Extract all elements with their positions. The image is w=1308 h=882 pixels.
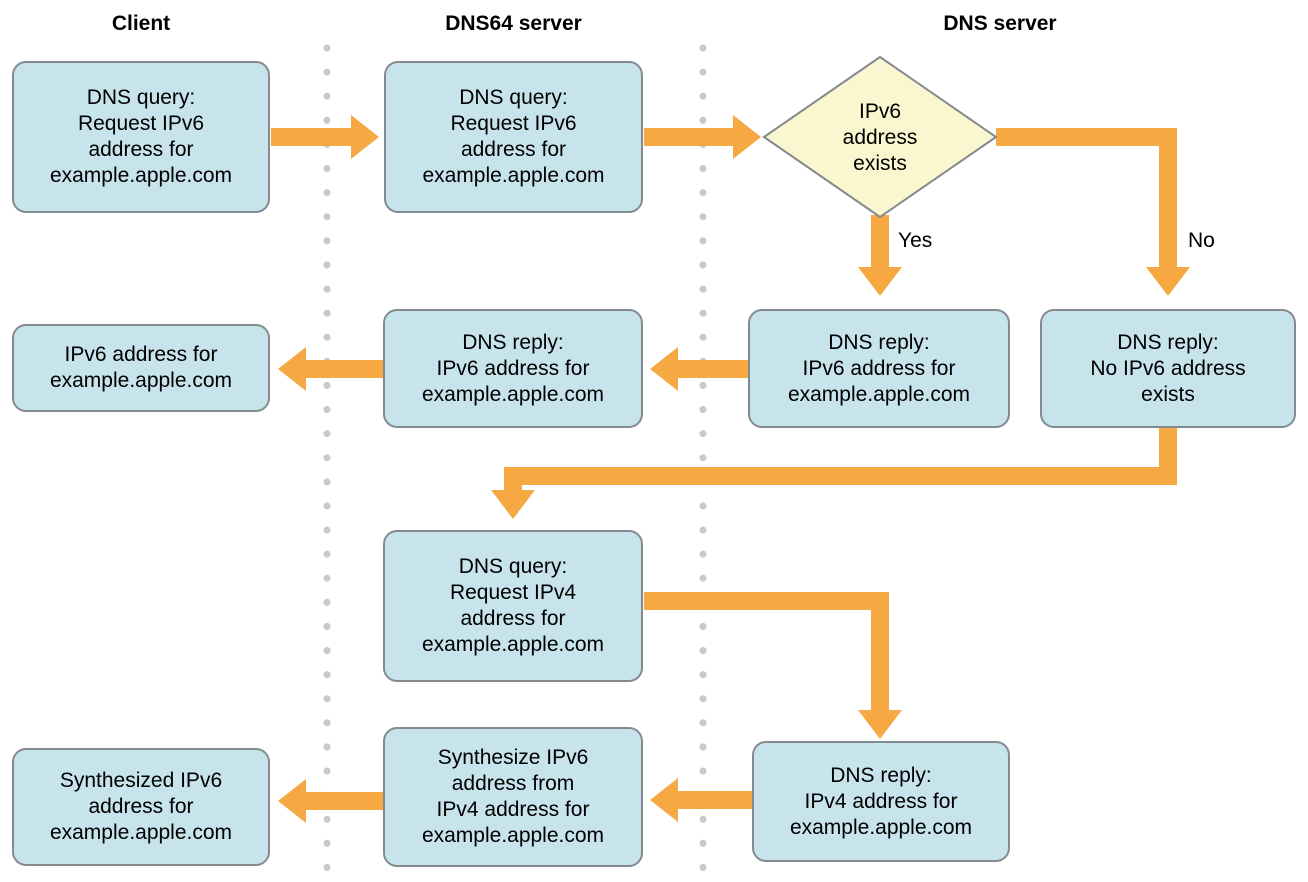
decision-diamond bbox=[762, 55, 998, 219]
arrow-ipv4-reply-to-synthesize bbox=[650, 778, 752, 822]
arrow-decision-yes-branch bbox=[858, 215, 902, 296]
arrow-client-query-to-dns64 bbox=[271, 115, 379, 159]
node-dns-reply-ipv4: DNS reply: IPv4 address for example.appl… bbox=[752, 741, 1010, 862]
branch-label-no: No bbox=[1188, 229, 1215, 252]
column-header-dns-server: DNS server bbox=[943, 12, 1057, 35]
node-client-ipv6-address-result: IPv6 address for example.apple.com bbox=[12, 324, 270, 412]
column-header-client: Client bbox=[111, 12, 171, 35]
arrow-dns-reply-to-dns64 bbox=[650, 347, 748, 391]
node-decision-ipv6-address-exists: IPv6 address exists bbox=[842, 100, 918, 175]
node-dns-reply-ipv6: DNS reply: IPv6 address for example.appl… bbox=[748, 309, 1010, 428]
node-dns64-dns-query-ipv4: DNS query: Request IPv4 address for exam… bbox=[383, 530, 643, 682]
arrow-no-reply-to-ipv4-query bbox=[491, 428, 1177, 519]
arrow-ipv4-query-to-dns bbox=[644, 592, 902, 739]
arrow-dns64-reply-to-client bbox=[278, 347, 383, 391]
node-dns-reply-no-ipv6: DNS reply: No IPv6 address exists bbox=[1040, 309, 1296, 428]
arrow-dns64-query-to-decision bbox=[644, 115, 761, 159]
node-dns64-synthesize-ipv6: Synthesize IPv6 address from IPv4 addres… bbox=[383, 727, 643, 867]
column-header-dns64-server: DNS64 server bbox=[445, 12, 582, 35]
arrow-decision-no-branch bbox=[996, 128, 1190, 296]
node-client-synthesized-ipv6: Synthesized IPv6 address for example.app… bbox=[12, 748, 270, 866]
node-dns64-dns-query-ipv6: DNS query: Request IPv6 address for exam… bbox=[384, 61, 643, 213]
node-dns64-reply-ipv6: DNS reply: IPv6 address for example.appl… bbox=[383, 309, 643, 428]
arrow-synthesize-to-client bbox=[278, 779, 383, 823]
node-client-dns-query-ipv6: DNS query: Request IPv6 address for exam… bbox=[12, 61, 270, 213]
branch-label-yes: Yes bbox=[898, 229, 933, 252]
